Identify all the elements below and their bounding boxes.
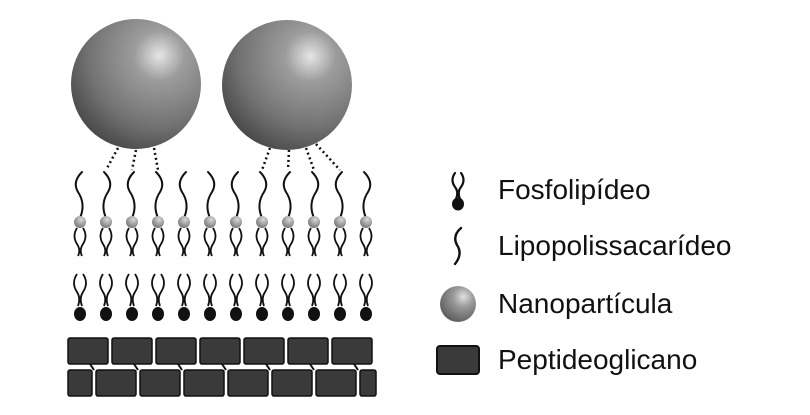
peptidoglycan-crosslink xyxy=(90,364,94,370)
binding-link xyxy=(288,150,289,170)
bacterial-membrane-diagram xyxy=(0,0,420,415)
peptidoglycan-block xyxy=(228,370,268,396)
binding-link xyxy=(154,148,158,170)
peptidoglycan-block xyxy=(112,338,152,364)
phospholipid xyxy=(334,274,346,321)
lipopolysaccharide xyxy=(100,172,112,256)
peptidoglycan-layer xyxy=(68,338,376,396)
lipopolysaccharide xyxy=(360,172,372,256)
lipopolysaccharide xyxy=(178,172,190,256)
peptidoglycan-crosslink xyxy=(222,364,226,370)
legend-phospholipid: Fosfolipídeo xyxy=(436,168,651,212)
phospholipid xyxy=(100,274,112,321)
nanoparticle-icon xyxy=(436,282,480,326)
peptidoglycan-block xyxy=(184,370,224,396)
phospholipid xyxy=(308,274,320,321)
phospholipid xyxy=(178,274,190,321)
phospholipid xyxy=(152,274,164,321)
legend-lipopolysaccharide-label: Lipopolissacarídeo xyxy=(498,230,732,262)
phospholipid xyxy=(360,274,372,321)
peptidoglycan-crosslink xyxy=(310,364,314,370)
lipopolysaccharide xyxy=(334,172,346,256)
lipopolysaccharide xyxy=(282,172,294,256)
lipopolysaccharide-layer xyxy=(74,172,372,256)
legend-nanoparticle-label: Nanopartícula xyxy=(498,288,672,320)
peptidoglycan-block xyxy=(156,338,196,364)
phospholipid xyxy=(126,274,138,321)
lipopolysaccharide xyxy=(204,172,216,256)
phospholipid xyxy=(282,274,294,321)
phospholipid xyxy=(204,274,216,321)
phospholipid-icon xyxy=(436,168,480,212)
lipopolysaccharide xyxy=(126,172,138,256)
peptidoglycan-block xyxy=(360,370,376,396)
legend-phospholipid-label: Fosfolipídeo xyxy=(498,174,651,206)
lipopolysaccharide xyxy=(308,172,320,256)
peptidoglycan-block xyxy=(96,370,136,396)
peptidoglycan-crosslink xyxy=(178,364,182,370)
binding-link xyxy=(316,144,340,170)
peptidoglycan-block xyxy=(68,338,108,364)
lipopolysaccharide-icon xyxy=(436,224,480,268)
peptidoglycan-crosslink xyxy=(354,364,358,370)
binding-link xyxy=(132,150,136,170)
peptidoglycan-block xyxy=(272,370,312,396)
lipopolysaccharide xyxy=(74,172,86,256)
binding-link xyxy=(262,148,270,170)
lipopolysaccharide xyxy=(230,172,242,256)
legend-peptidoglycan: Peptideoglicano xyxy=(436,338,697,382)
nanoparticle-left xyxy=(71,19,201,149)
peptidoglycan-icon xyxy=(436,338,480,382)
phospholipid xyxy=(256,274,268,321)
peptidoglycan-block xyxy=(140,370,180,396)
legend-peptidoglycan-label: Peptideoglicano xyxy=(498,344,697,376)
binding-link xyxy=(306,148,314,170)
peptidoglycan-block xyxy=(200,338,240,364)
peptidoglycan-crosslink xyxy=(134,364,138,370)
peptidoglycan-block xyxy=(332,338,372,364)
phospholipid xyxy=(74,274,86,321)
peptidoglycan-block xyxy=(288,338,328,364)
lipopolysaccharide xyxy=(152,172,164,256)
phospholipid xyxy=(230,274,242,321)
peptidoglycan-crosslink xyxy=(266,364,270,370)
binding-link xyxy=(106,148,118,170)
nanoparticle-right xyxy=(222,20,352,150)
legend-lipopolysaccharide: Lipopolissacarídeo xyxy=(436,224,732,268)
peptidoglycan-block xyxy=(244,338,284,364)
phospholipid-layer xyxy=(74,274,372,321)
peptidoglycan-block xyxy=(316,370,356,396)
legend-nanoparticle: Nanopartícula xyxy=(436,282,672,326)
lipopolysaccharide xyxy=(256,172,268,256)
peptidoglycan-block xyxy=(68,370,92,396)
